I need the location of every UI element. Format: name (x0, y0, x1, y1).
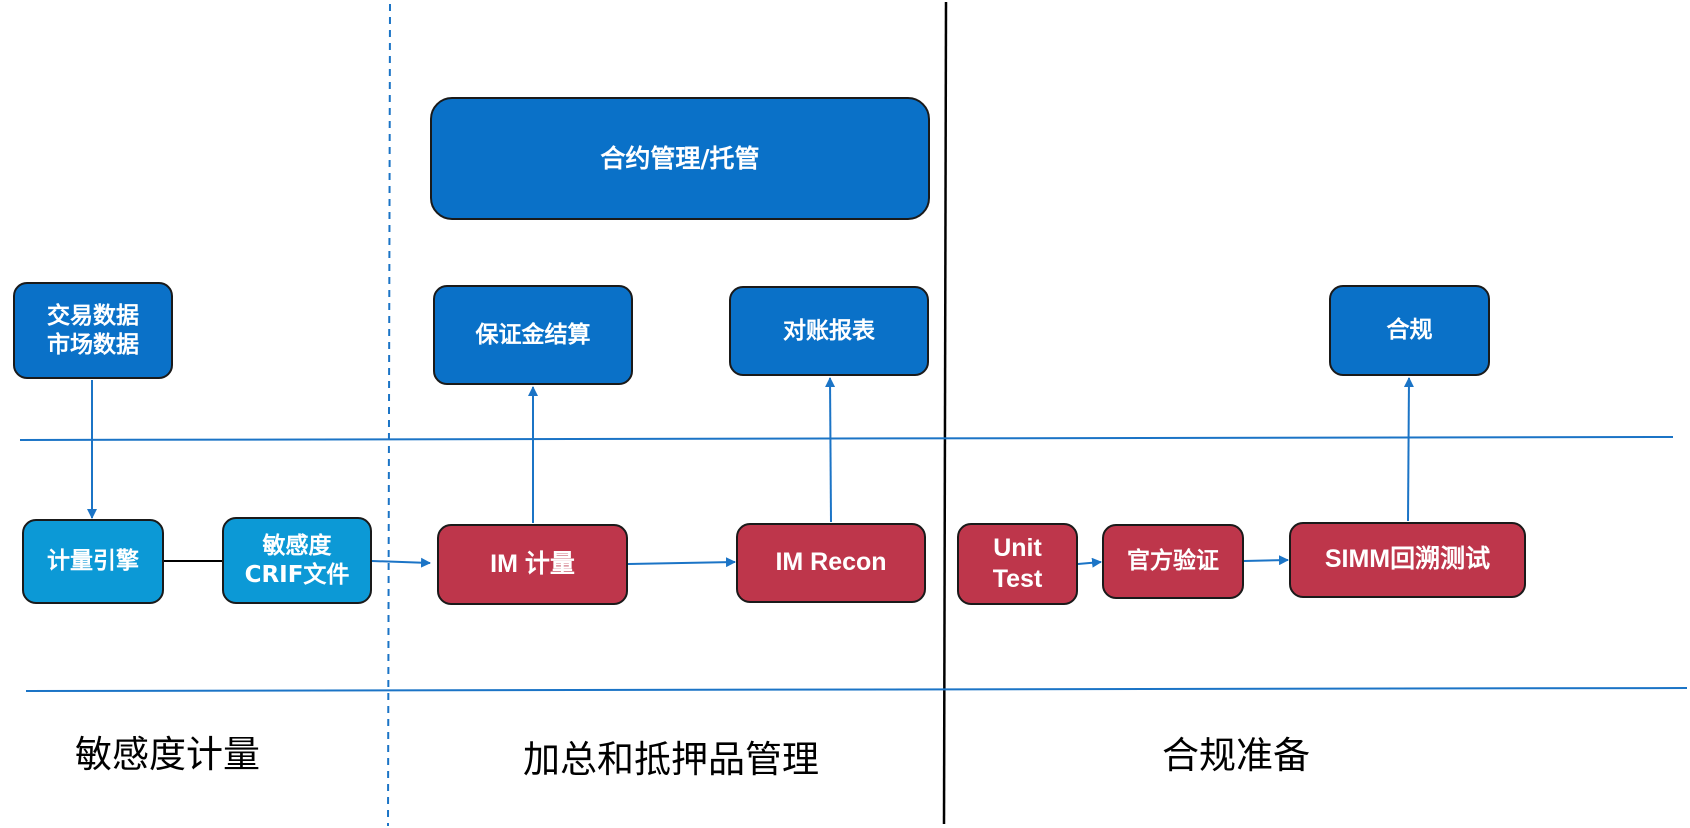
im-calculation-box: IM 计量 (437, 524, 628, 605)
calculation-engine-box: 计量引擎 (22, 519, 164, 604)
reconciliation-report-box: 对账报表 (729, 286, 929, 376)
divider-dashed-vertical (387, 3, 391, 827)
arrow-validation-to-backtest (1243, 555, 1289, 566)
compliance-box: 合规 (1329, 285, 1490, 376)
margin-settlement-box: 保证金结算 (433, 285, 633, 385)
divider-horizontal-lower (25, 687, 1688, 692)
sensitivity-crif-file-box: 敏感度 CRIF文件 (222, 517, 372, 604)
arrow-unit-test-to-validation (1077, 557, 1102, 568)
arrow-crif-to-im-calc (371, 557, 431, 568)
section-label-compliance: 合规准备 (1162, 734, 1310, 777)
unit-test-box: Unit Test (957, 523, 1078, 605)
contract-management-box: 合约管理/托管 (430, 97, 930, 220)
simm-backtest-box: SIMM回溯测试 (1289, 522, 1526, 598)
official-validation-box: 官方验证 (1102, 524, 1244, 599)
divider-solid-vertical (942, 1, 948, 825)
arrow-im-calc-to-recon (627, 557, 736, 568)
im-recon-box: IM Recon (736, 523, 926, 603)
trade-market-data-box: 交易数据 市场数据 (13, 282, 173, 379)
arrow-recon-to-report (825, 377, 836, 523)
divider-horizontal-upper (19, 436, 1674, 441)
arrow-backtest-to-compliance (1403, 377, 1414, 522)
section-label-aggregation: 加总和抵押品管理 (523, 738, 819, 781)
section-label-sensitivity: 敏感度计量 (75, 733, 260, 776)
